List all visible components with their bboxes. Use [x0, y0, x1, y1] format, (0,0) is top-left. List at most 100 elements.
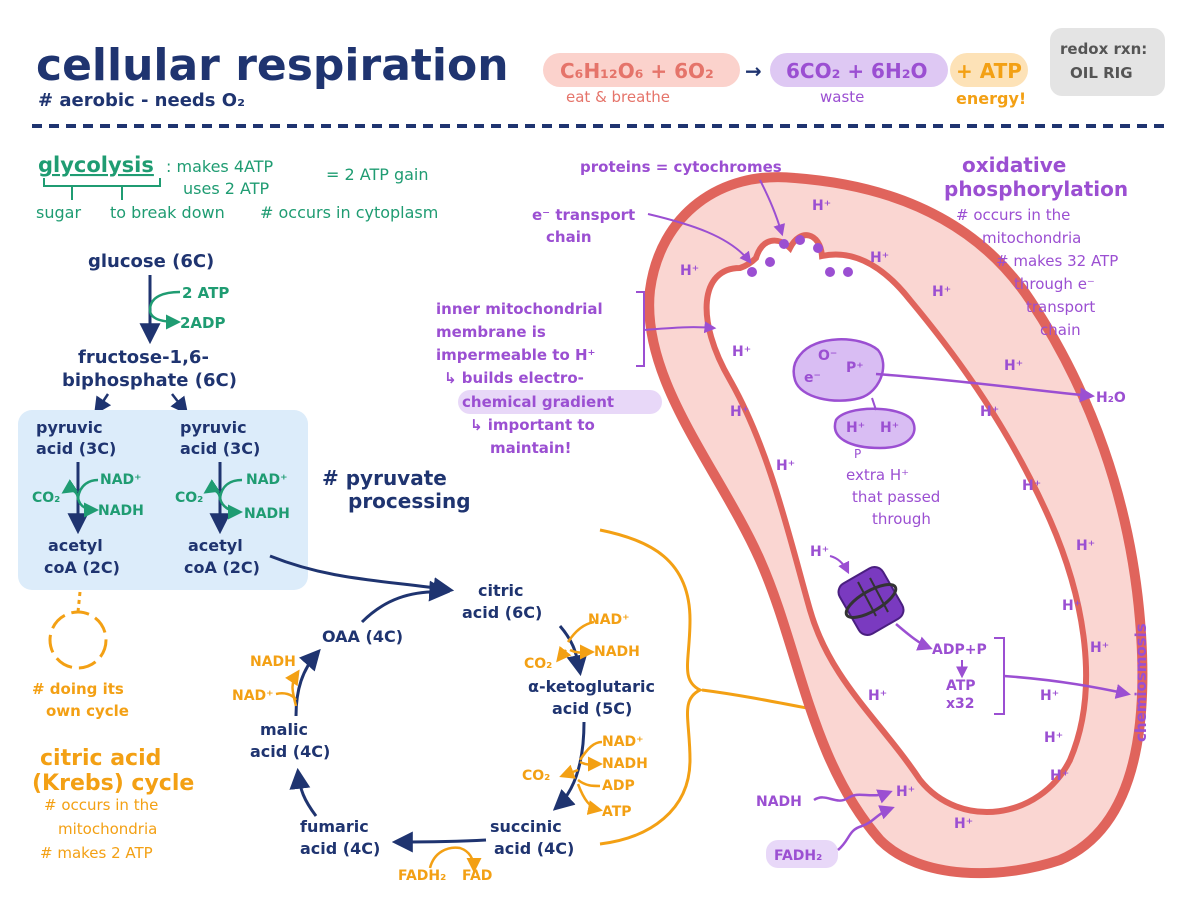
extra-3: through [872, 510, 931, 528]
right-pyruvic-2: acid (3C) [180, 439, 260, 458]
hplus-16: H⁺ [1044, 730, 1063, 746]
e-minus: e⁻ [804, 370, 821, 386]
succ-co2-arrow [559, 764, 579, 779]
succ-nadh-arrow [579, 756, 603, 772]
citric-2: acid (6C) [462, 603, 542, 622]
own-cycle-link [76, 591, 82, 613]
membrane-5: chemical gradient [462, 393, 614, 411]
glycolysis-bracket [43, 178, 161, 200]
glucose-label: glucose (6C) [88, 251, 214, 272]
fadh2-input-arrow [837, 805, 895, 851]
left-nadh: NADH [98, 503, 144, 519]
chemiosmosis-arrow [1003, 674, 1131, 699]
proteins-arrow [759, 179, 785, 237]
krebs-title-1: citric acid [40, 746, 161, 771]
malic-nad-arrow [275, 692, 298, 701]
keto-co2: CO₂ [524, 656, 552, 672]
glycolysis-makes: : makes 4ATP [166, 157, 273, 176]
p-plus: P⁺ [846, 360, 864, 376]
glycolysis-adp-out: 2ADP [180, 314, 226, 332]
hplus-14: H⁺ [868, 688, 887, 704]
own-cycle-circle [48, 610, 108, 670]
right-co2: CO₂ [175, 490, 203, 506]
malic-nadh-arrow [285, 669, 300, 707]
krebs-note-2: mitochondria [58, 820, 157, 838]
synthase-out-arrow [895, 623, 933, 651]
malic-1: malic [260, 720, 308, 739]
malic-2: acid (4C) [250, 742, 330, 761]
membrane-2: membrane is [436, 323, 546, 341]
extra-2: that passed [852, 488, 940, 506]
membrane-3: impermeable to H⁺ [436, 346, 595, 364]
redox-line-1: redox rxn: [1060, 40, 1147, 58]
membrane-bracket [636, 291, 645, 367]
right-nad: NAD⁺ [246, 472, 288, 488]
nadh-input: NADH [756, 794, 802, 810]
fumaric-1: fumaric [300, 817, 369, 836]
hplus-2: H⁺ [680, 263, 699, 279]
hplus-6: H⁺ [1004, 358, 1023, 374]
etc-arrow [647, 213, 752, 264]
citric-1: citric [478, 581, 523, 600]
redox-box [1050, 28, 1165, 96]
own-cycle-2: own cycle [46, 702, 129, 720]
hplus-1: H⁺ [812, 198, 831, 214]
succ-atp-arrow [576, 783, 603, 815]
succinic-1: succinic [490, 817, 562, 836]
proteins-label: proteins = cytochromes [580, 158, 782, 176]
succinic-to-fumaric-arrow [391, 831, 487, 853]
hplus-blob [833, 407, 916, 450]
oxidative-note-4: through e⁻ [1014, 275, 1095, 293]
glycolysis-uses: uses 2 ATP [183, 179, 269, 198]
right-acetyl-2: coA (2C) [184, 558, 260, 577]
hplus-3: H⁺ [870, 250, 889, 266]
succinic-2: acid (4C) [494, 839, 574, 858]
hplus-10: H⁺ [1022, 478, 1041, 494]
right-nadh-arrow [218, 497, 243, 520]
keto-to-succinic-arrow [552, 721, 586, 811]
nadh-input-arrow [813, 789, 893, 804]
keto-nadh: NADH [594, 644, 640, 660]
keto-co2-arrow [556, 645, 572, 663]
succ-nadh: NADH [602, 756, 648, 772]
fructose-label-1: fructose-1,6- [78, 347, 209, 368]
fumaric-2: acid (4C) [300, 839, 380, 858]
right-acetyl-1: acetyl [188, 536, 243, 555]
krebs-bracket [599, 528, 704, 846]
own-cycle-1: # doing its [32, 680, 124, 698]
succ-adp-arrow [577, 778, 601, 788]
hplus-19: H⁺ [954, 816, 973, 832]
oxidative-note-5: transport [1026, 298, 1095, 316]
atp-highlight [950, 53, 1028, 87]
right-pyruvic-1: pyruvic [180, 418, 247, 437]
equation-products: 6CO₂ + 6H₂O [786, 59, 927, 83]
keto-nad-arrow [566, 620, 595, 643]
hplus-9: H⁺ [776, 458, 795, 474]
to-h2o-arrow [875, 372, 1095, 403]
extra-1: extra H⁺ [846, 466, 909, 484]
succ-nad: NAD⁺ [602, 734, 644, 750]
hplus-12: H⁺ [1062, 598, 1081, 614]
adp-out-arrow [148, 309, 181, 330]
krebs-note-1: # occurs in the [44, 796, 158, 814]
equation-reactants-caption: eat & breathe [566, 88, 670, 106]
left-pyruvic-2: acid (3C) [36, 439, 116, 458]
p-label: P [854, 447, 861, 461]
hplus-13: H⁺ [1090, 640, 1109, 656]
equation-atp-caption: energy! [956, 89, 1026, 108]
page-title: cellular respiration [36, 40, 509, 91]
equation-products-caption: waste [820, 88, 864, 106]
blob-link [871, 397, 877, 411]
hplus-7: H⁺ [730, 404, 749, 420]
hplus-15: H⁺ [1040, 688, 1059, 704]
left-co2: CO₂ [32, 490, 60, 506]
oxidative-note-1: # occurs in the [956, 206, 1070, 224]
glycolysis-break-down: to break down [110, 203, 225, 222]
x32-label: x32 [946, 696, 975, 712]
keto-2: acid (5C) [552, 699, 632, 718]
adp-p-label: ADP+P [932, 642, 987, 658]
glycolysis-location: # occurs in cytoplasm [260, 203, 438, 222]
fadh2-highlight [766, 840, 838, 868]
oaa-to-citric-arrow [360, 580, 451, 624]
right-nadh: NADH [244, 506, 290, 522]
